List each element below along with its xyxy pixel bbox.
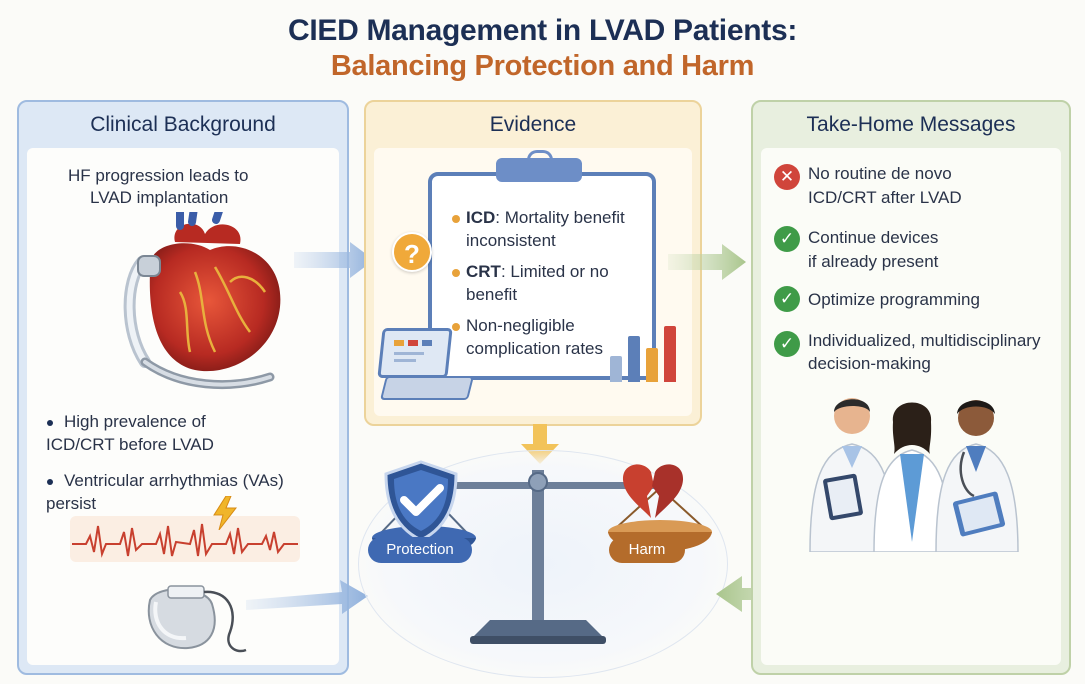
shield-check-icon — [384, 460, 458, 542]
heart-lvad-illustration — [123, 212, 281, 389]
check-icon: ✓ — [774, 226, 800, 252]
bullet-dot — [47, 420, 53, 426]
message-1-line-2: ICD/CRT after LVAD — [808, 188, 962, 207]
cied-device-illustration — [147, 585, 247, 653]
protection-label: Protection — [368, 537, 472, 563]
question-icon: ? — [392, 232, 432, 272]
evidence-item-3-line-2: complication rates — [466, 339, 604, 358]
evidence-bullet — [452, 269, 460, 277]
message-3-line-1: Optimize programming — [808, 290, 980, 309]
arrow-to-evidence-icon — [294, 242, 374, 278]
clipboard-clip — [496, 158, 582, 182]
bullet-2-line-2: persist — [46, 494, 97, 513]
main-subtitle: Balancing Protection and Harm — [330, 50, 755, 82]
bullet-1-line-2: ICD/CRT before LVAD — [46, 435, 214, 454]
lightning-icon — [213, 496, 238, 530]
intro-line-1: HF progression leads to — [68, 166, 249, 185]
bar — [628, 336, 640, 382]
clipboard-icon — [428, 172, 656, 380]
harm-label: Harm — [609, 537, 685, 563]
check-icon: ✓ — [774, 331, 800, 357]
evidence-item-2-line-2: benefit — [466, 285, 518, 304]
bar-chart-icon — [604, 316, 684, 382]
evidence-item-2-text: : Limited or no — [500, 262, 609, 281]
evidence-term-crt: CRT — [466, 262, 501, 281]
bullet-1-line-1: High prevalence of — [64, 412, 206, 431]
intro-line-2: LVAD implantation — [90, 188, 229, 207]
ecg-trace-icon — [72, 523, 298, 558]
laptop-keyboard — [380, 376, 474, 400]
laptop-screen-content — [394, 340, 432, 362]
message-4-line-1: Individualized, multidisciplinary — [808, 331, 1041, 350]
cross-icon: ✕ — [774, 164, 800, 190]
arrow-to-scale-icon — [246, 580, 368, 614]
arrow-to-messages-icon — [668, 244, 746, 280]
message-1-line-1: No routine de novo — [808, 164, 952, 183]
evidence-bullet — [452, 215, 460, 223]
take-home-header: Take-Home Messages — [806, 113, 1016, 136]
evidence-item-3-line-1: Non-negligible — [466, 316, 575, 335]
message-2-line-2: if already present — [808, 252, 939, 271]
broken-heart-icon — [622, 464, 684, 518]
bar — [610, 356, 622, 382]
bar — [664, 326, 676, 382]
take-home-panel: Take-Home Messages — [751, 100, 1071, 675]
evidence-term-icd: ICD — [466, 208, 496, 227]
message-2-line-1: Continue devices — [808, 228, 939, 247]
evidence-item-1-line-1: ICD: Mortality benefit — [466, 206, 625, 229]
bullet-dot — [47, 479, 53, 485]
main-title: CIED Management in LVAD Patients: — [287, 14, 798, 47]
evidence-header: Evidence — [489, 113, 577, 136]
check-icon: ✓ — [774, 286, 800, 312]
bar — [646, 348, 658, 382]
evidence-item-2-line-1: CRT: Limited or no — [466, 260, 609, 283]
evidence-bullet — [452, 323, 460, 331]
clinical-background-header: Clinical Background — [90, 113, 276, 136]
bullet-2-line-1: Ventricular arrhythmias (VAs) — [64, 471, 284, 490]
evidence-item-1-line-2: inconsistent — [466, 231, 556, 250]
evidence-item-1-text: : Mortality benefit — [495, 208, 625, 227]
clinicians-team-illustration — [809, 398, 1019, 552]
clinical-background-panel: Clinical Background — [17, 100, 349, 675]
message-4-line-2: decision-making — [808, 354, 931, 373]
ecg-strip — [70, 516, 300, 562]
